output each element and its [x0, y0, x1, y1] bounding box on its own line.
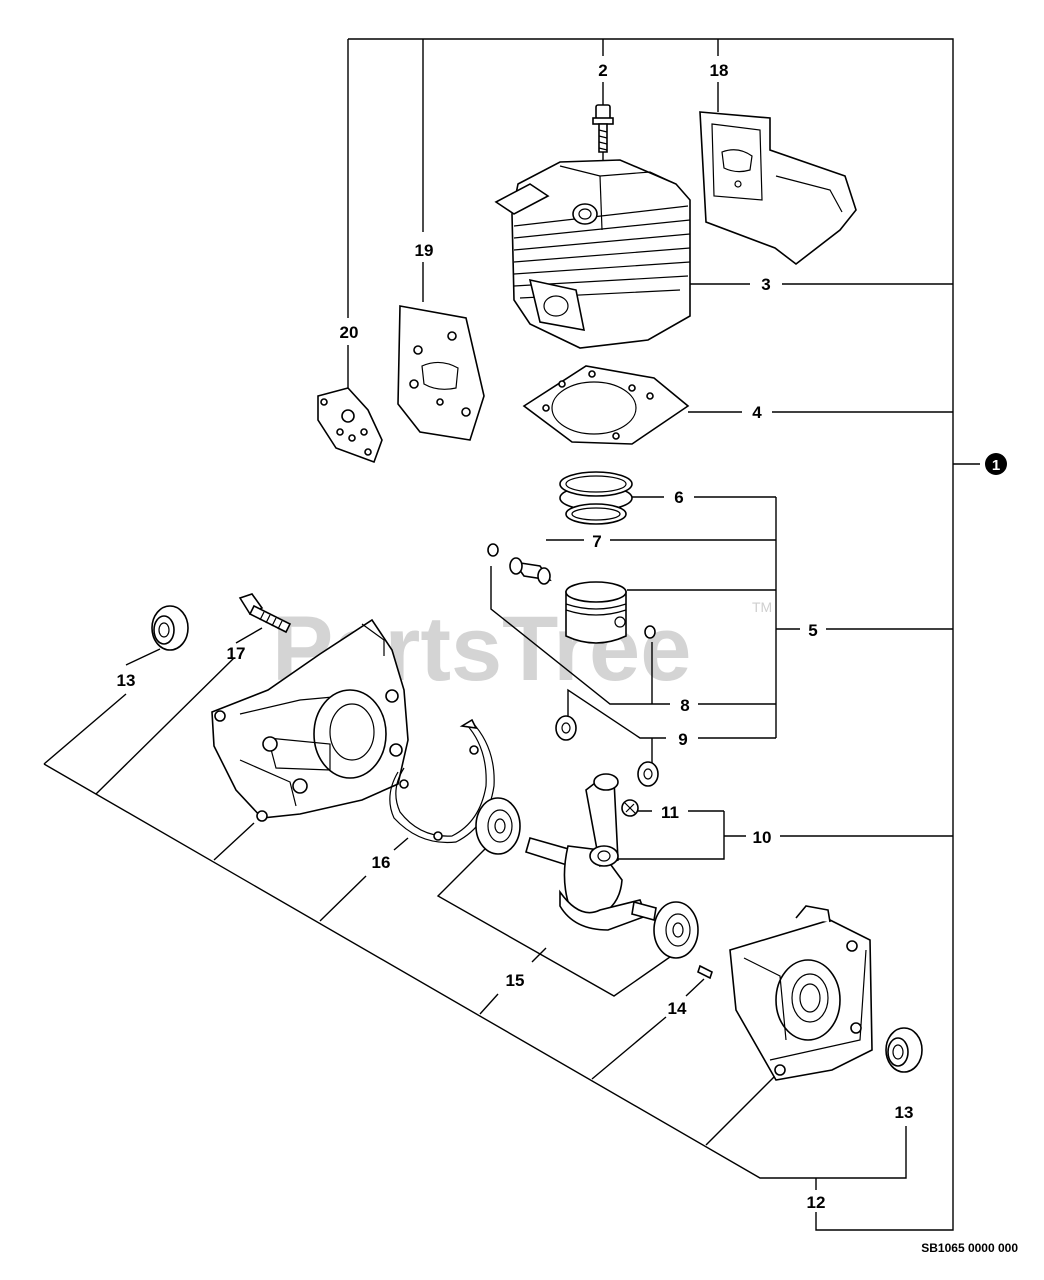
callout-3: 3: [761, 275, 770, 294]
callout-9: 9: [678, 730, 687, 749]
part-label-18: [699, 111, 857, 266]
callout-8: 8: [680, 696, 689, 715]
leader-lines: [43, 38, 980, 1231]
callout-2: 2: [598, 61, 607, 80]
callout-16: 16: [372, 853, 391, 872]
part-bearing-15b: [653, 901, 699, 959]
callout-5: 5: [808, 621, 817, 640]
diagram-reference: SB1065 0000 000: [921, 1241, 1018, 1255]
callout-20: 20: [340, 323, 359, 342]
part-bearing-15a: [475, 797, 521, 855]
assembly-marker: 1: [985, 453, 1007, 475]
part-gasket-4: [522, 365, 690, 445]
part-crankshaft-10: [525, 773, 657, 931]
part-bolt-2: [592, 104, 614, 153]
part-clip-8a: [487, 543, 499, 557]
part-crankcase-left: [211, 618, 409, 822]
part-clip-8b: [644, 625, 656, 639]
part-piston-5: [565, 581, 627, 644]
callout-13-left: 13: [117, 671, 136, 690]
assembly-marker-label: 1: [992, 457, 1000, 474]
callout-15: 15: [506, 971, 525, 990]
part-pin-14: [697, 964, 713, 980]
part-gasket-20: [317, 387, 383, 464]
part-oil-seal-13b: [885, 1027, 923, 1073]
part-bearing-9a: [555, 715, 577, 741]
callout-19: 19: [415, 241, 434, 260]
callout-10: 10: [753, 828, 772, 847]
callout-14: 14: [668, 999, 687, 1018]
part-needle-bearing-11: [621, 799, 639, 817]
part-gasket-16: [389, 718, 495, 844]
callout-12: 12: [807, 1193, 826, 1212]
part-crankcase-right: [729, 905, 873, 1081]
watermark-trademark: TM: [752, 599, 772, 615]
callout-18: 18: [710, 61, 729, 80]
part-cylinder-3: [494, 159, 691, 349]
part-screw-17: [238, 593, 292, 634]
callout-17: 17: [227, 644, 246, 663]
part-gasket-19: [397, 305, 485, 441]
callout-4: 4: [752, 403, 762, 422]
callout-7: 7: [592, 532, 601, 551]
part-piston-rings-6: [559, 471, 633, 525]
part-bearing-9b: [637, 761, 659, 787]
part-piston-pin-7: [509, 557, 552, 585]
callout-13-right: 13: [895, 1103, 914, 1122]
callout-11: 11: [661, 803, 679, 822]
part-oil-seal-13a: [151, 605, 189, 651]
callout-6: 6: [674, 488, 683, 507]
